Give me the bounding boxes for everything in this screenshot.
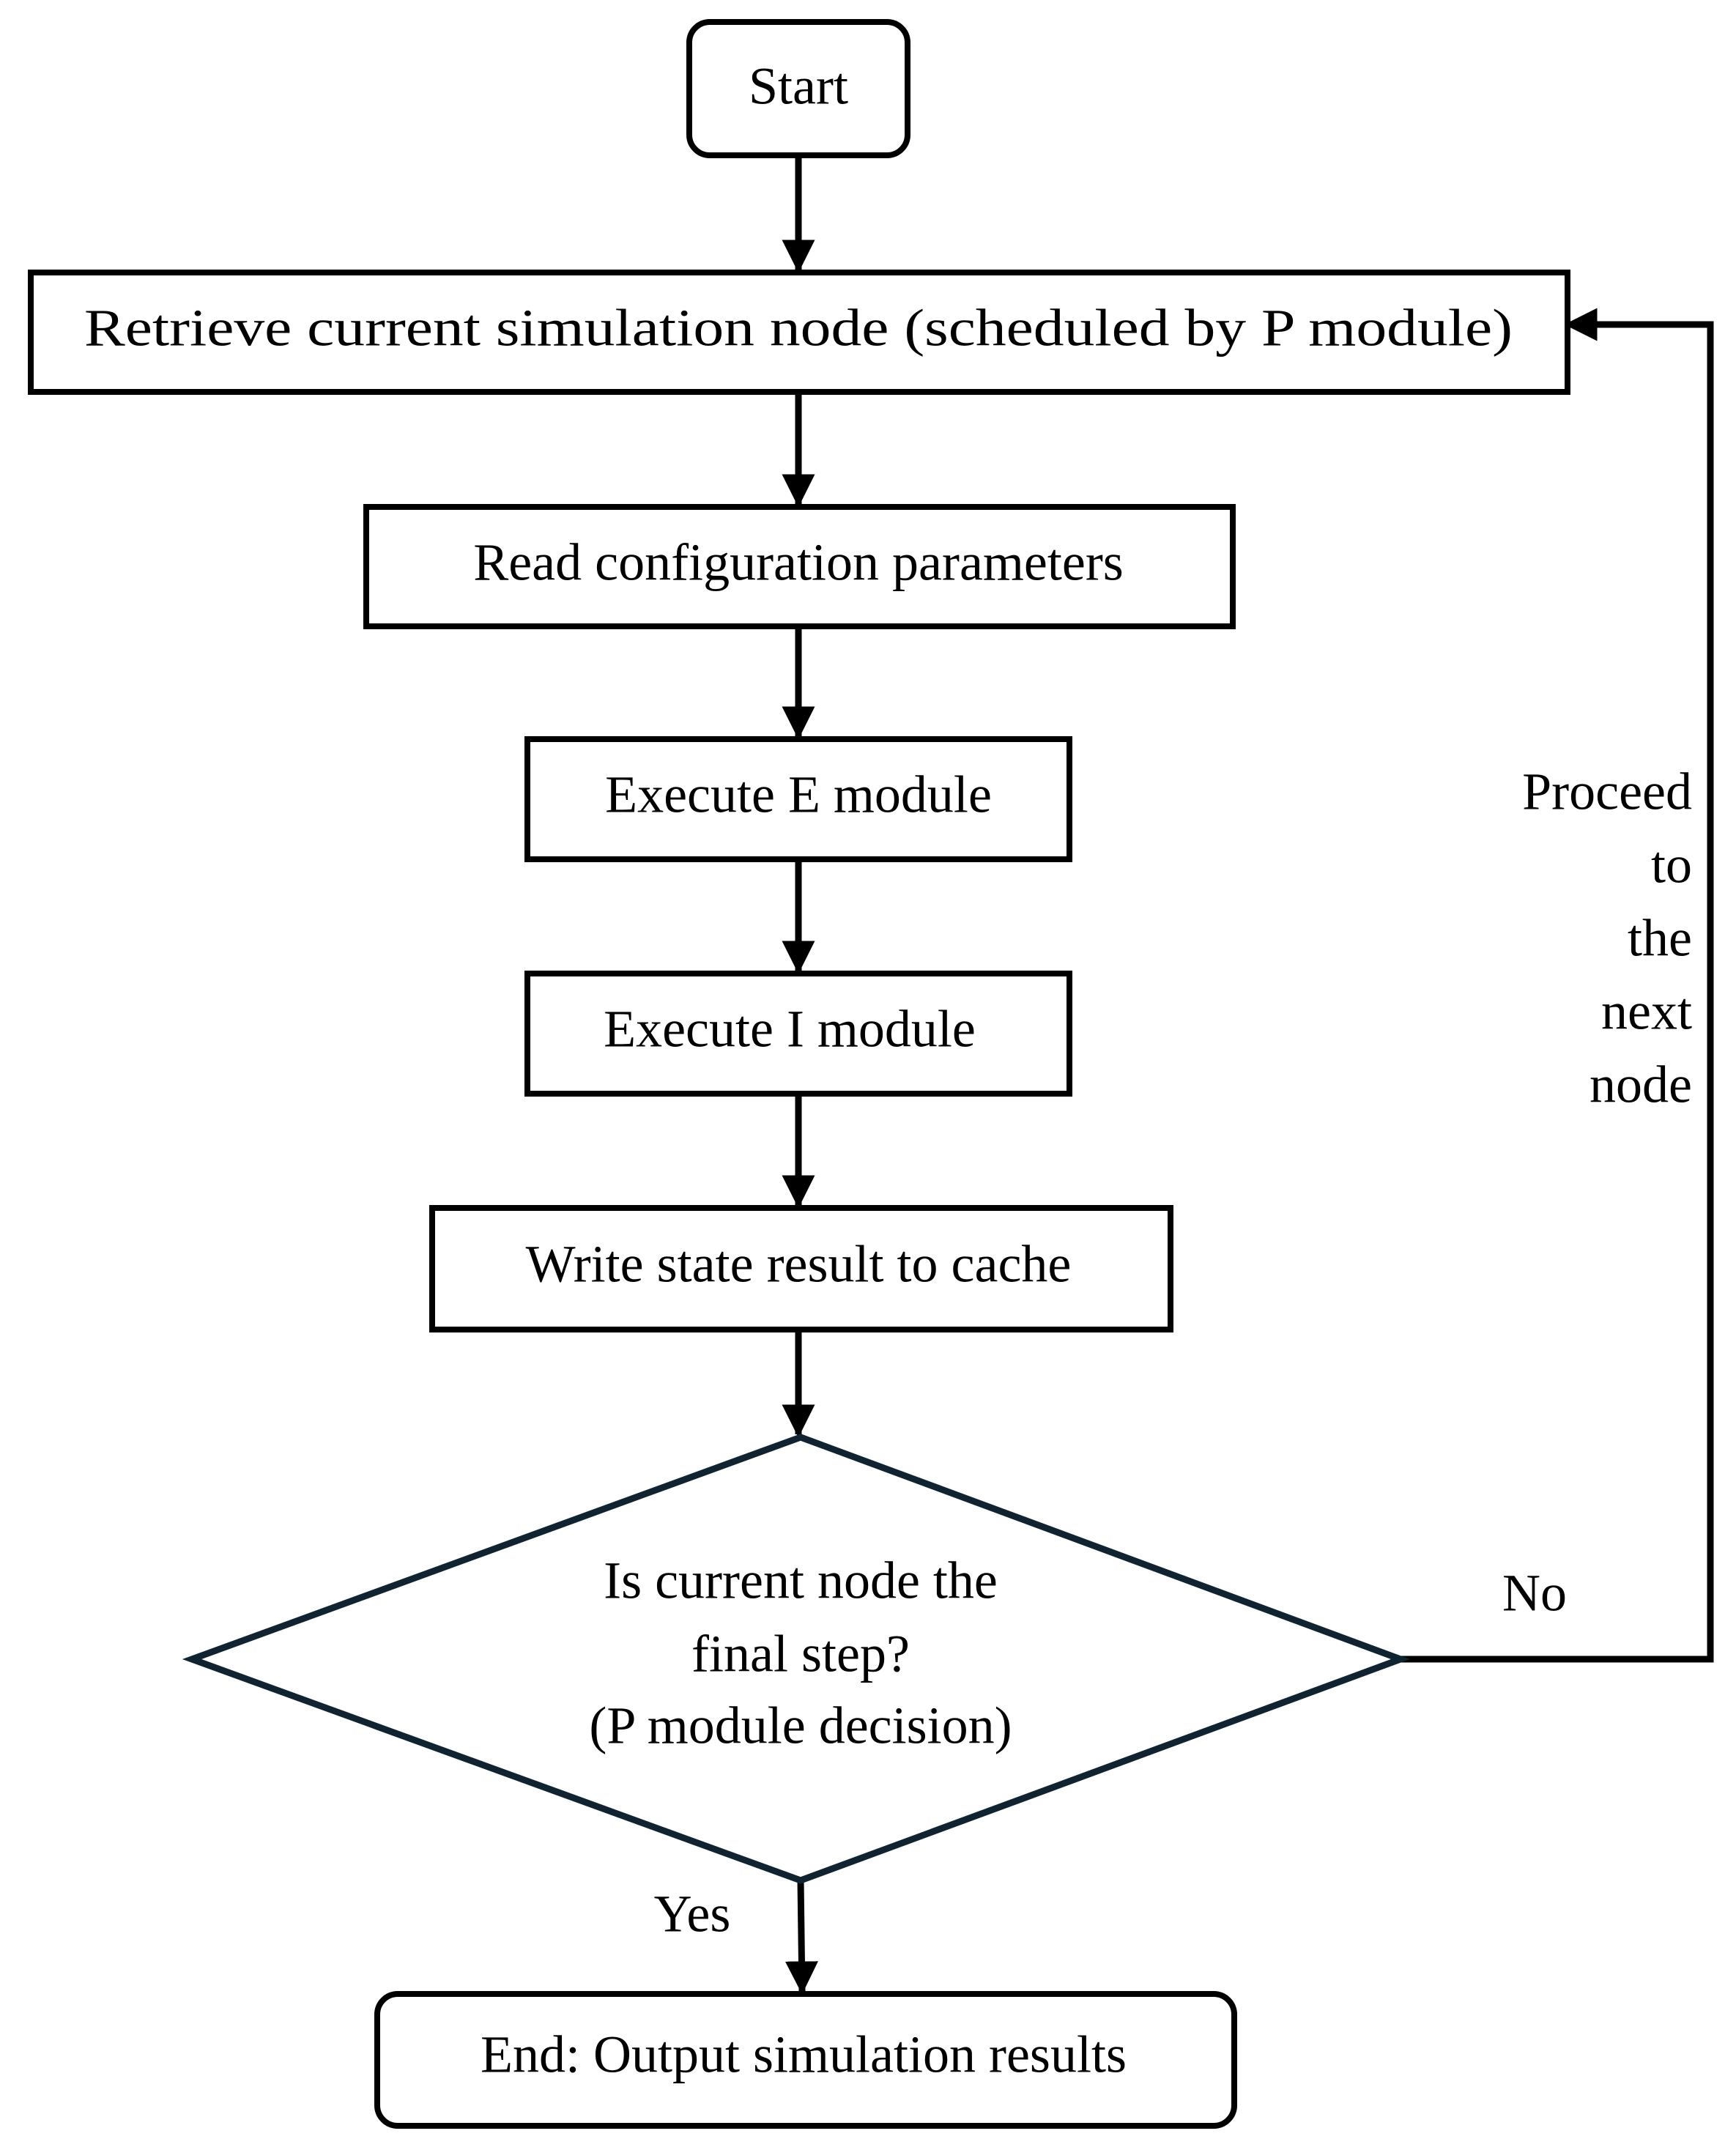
read-config-label: Read configuration parameters <box>473 533 1124 592</box>
decision-label-line-1: Is current node the <box>604 1552 998 1610</box>
write-state-label: Write state result to cache <box>526 1235 1072 1294</box>
retrieve-node: Retrieve current simulation node (schedu… <box>28 270 1570 395</box>
loop-label-line-4: next <box>1601 982 1692 1041</box>
retrieve-label: Retrieve current simulation node (schedu… <box>84 299 1513 357</box>
read-config-node: Read configuration parameters <box>363 504 1236 629</box>
decision-diamond <box>182 1434 1410 1884</box>
execute-e-process-box <box>524 736 1072 862</box>
start-terminal <box>686 19 910 158</box>
execute-i-process-box <box>524 971 1072 1097</box>
loop-label-line-1: Proceed <box>1522 763 1692 821</box>
decision-label-line-3: (P module decision) <box>589 1697 1012 1755</box>
write-state-process-box <box>429 1205 1173 1332</box>
execute-e-node: Execute E module <box>524 736 1072 862</box>
loop-label-line-3: the <box>1628 909 1692 968</box>
start-node: Start <box>686 19 910 158</box>
read-config-process-box <box>363 504 1236 629</box>
no-label: No <box>1502 1564 1567 1623</box>
loop-label-line-2: to <box>1651 836 1692 894</box>
execute-e-label: Execute E module <box>605 765 992 824</box>
write-state-node: Write state result to cache <box>429 1205 1173 1332</box>
start-label: Start <box>749 57 848 116</box>
execute-i-node: Execute I module <box>524 971 1072 1097</box>
loop-back-arrow <box>1401 308 1714 1663</box>
edge-labels: Yes No Proceed to the next node <box>654 763 1692 1943</box>
end-node: End: Output simulation results <box>374 1991 1237 2129</box>
end-terminal <box>374 1991 1237 2129</box>
execute-i-label: Execute I module <box>604 1000 976 1059</box>
end-label: End: Output simulation results <box>481 2025 1127 2084</box>
retrieve-process-box <box>28 270 1570 395</box>
arrow-decision-to-end <box>784 1880 818 1995</box>
yes-label: Yes <box>654 1885 731 1943</box>
decision-label-line-2: final step? <box>691 1625 910 1683</box>
loop-label-line-5: node <box>1590 1056 1692 1114</box>
connectors <box>782 155 1714 1995</box>
decision-node: Is current node the final step? (P modul… <box>182 1434 1410 1884</box>
